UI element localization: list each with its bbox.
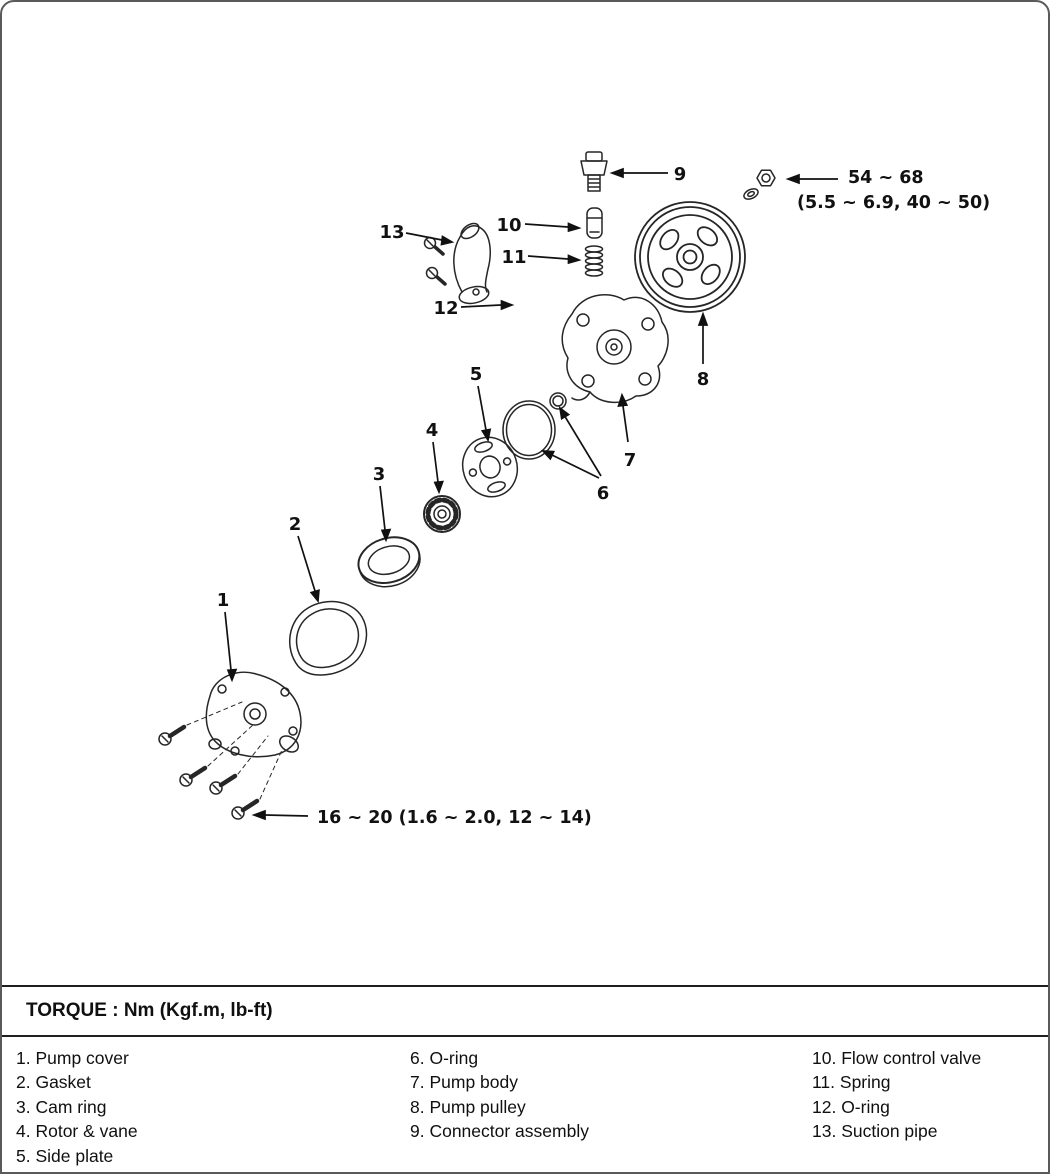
- mounting-bolts: [158, 701, 283, 820]
- legend-item-4: 4. Rotor & vane: [16, 1121, 138, 1142]
- pump-pulley-part: [634, 201, 746, 313]
- callout-9-label: 9: [674, 164, 687, 185]
- callout-8-label: 8: [697, 369, 710, 390]
- callout-5-label: 5: [470, 364, 483, 385]
- parts-legend: 1. Pump cover 2. Gasket 3. Cam ring 4. R…: [2, 1039, 1048, 1168]
- callout-11-label: 11: [501, 247, 526, 268]
- rotor-vane-part: [423, 495, 461, 533]
- legend-item-10: 10. Flow control valve: [812, 1048, 982, 1068]
- callout-1-label: 1: [217, 590, 230, 611]
- callout-13-label: 13: [379, 222, 404, 243]
- torque-note-upper-line2: (5.5 ~ 6.9, 40 ~ 50): [797, 193, 990, 213]
- legend-column-2: 6. O-ring 7. Pump body 8. Pump pulley 9.…: [410, 1046, 812, 1168]
- callout-12-label: 12: [433, 298, 458, 319]
- legend-column-3: 10. Flow control valve 11. Spring 12. O-…: [812, 1046, 1048, 1168]
- flow-control-valve-part: [586, 207, 603, 239]
- legend-item-8: 8. Pump pulley: [410, 1096, 526, 1117]
- legend-item-3: 3. Cam ring: [16, 1096, 107, 1117]
- pump-body-part: [561, 293, 669, 404]
- legend-item-13: 13. Suction pipe: [812, 1121, 938, 1142]
- suction-pipe-part: [453, 222, 491, 305]
- legend-item-11: 11. Spring: [812, 1072, 891, 1093]
- legend-item-2: 2. Gasket: [16, 1072, 91, 1093]
- spring-part: [584, 245, 604, 277]
- legend-item-7: 7. Pump body: [410, 1072, 518, 1093]
- pump-cover-part: [205, 671, 302, 758]
- callout-6-label: 6: [597, 483, 610, 504]
- gasket-part: [289, 600, 368, 676]
- o-ring-small-part: [549, 392, 567, 410]
- exploded-view-diagram: 1 2 3 4 5 6 7 8 9 10 11 12 13 54 ~ 68 (5…: [158, 151, 990, 828]
- side-plate-part: [461, 436, 519, 498]
- callout-2-label: 2: [289, 514, 302, 535]
- o-ring-large-part: [502, 400, 556, 460]
- callout-10-label: 10: [496, 215, 521, 236]
- torque-note-upper-line1: 54 ~ 68: [848, 168, 924, 188]
- legend-item-12: 12. O-ring: [812, 1096, 890, 1117]
- legend-column-1: 1. Pump cover 2. Gasket 3. Cam ring 4. R…: [16, 1046, 410, 1168]
- torque-note-lower: 16 ~ 20 (1.6 ~ 2.0, 12 ~ 14): [317, 808, 592, 828]
- torque-units-bar: TORQUE : Nm (Kgf.m, lb-ft): [2, 985, 1048, 1037]
- cam-ring-part: [357, 536, 421, 588]
- legend-item-1: 1. Pump cover: [16, 1048, 129, 1068]
- callout-3-label: 3: [373, 464, 386, 485]
- pulley-nut-part: [743, 169, 776, 200]
- connector-assembly-part: [580, 151, 608, 192]
- callout-arrows: [224, 167, 838, 821]
- legend-item-9: 9. Connector assembly: [410, 1121, 589, 1142]
- legend-item-6: 6. O-ring: [410, 1048, 479, 1068]
- callout-7-label: 7: [624, 450, 637, 471]
- torque-units-label: TORQUE : Nm (Kgf.m, lb-ft): [26, 1000, 273, 1021]
- callout-4-label: 4: [426, 420, 439, 441]
- legend-item-5: 5. Side plate: [16, 1145, 114, 1166]
